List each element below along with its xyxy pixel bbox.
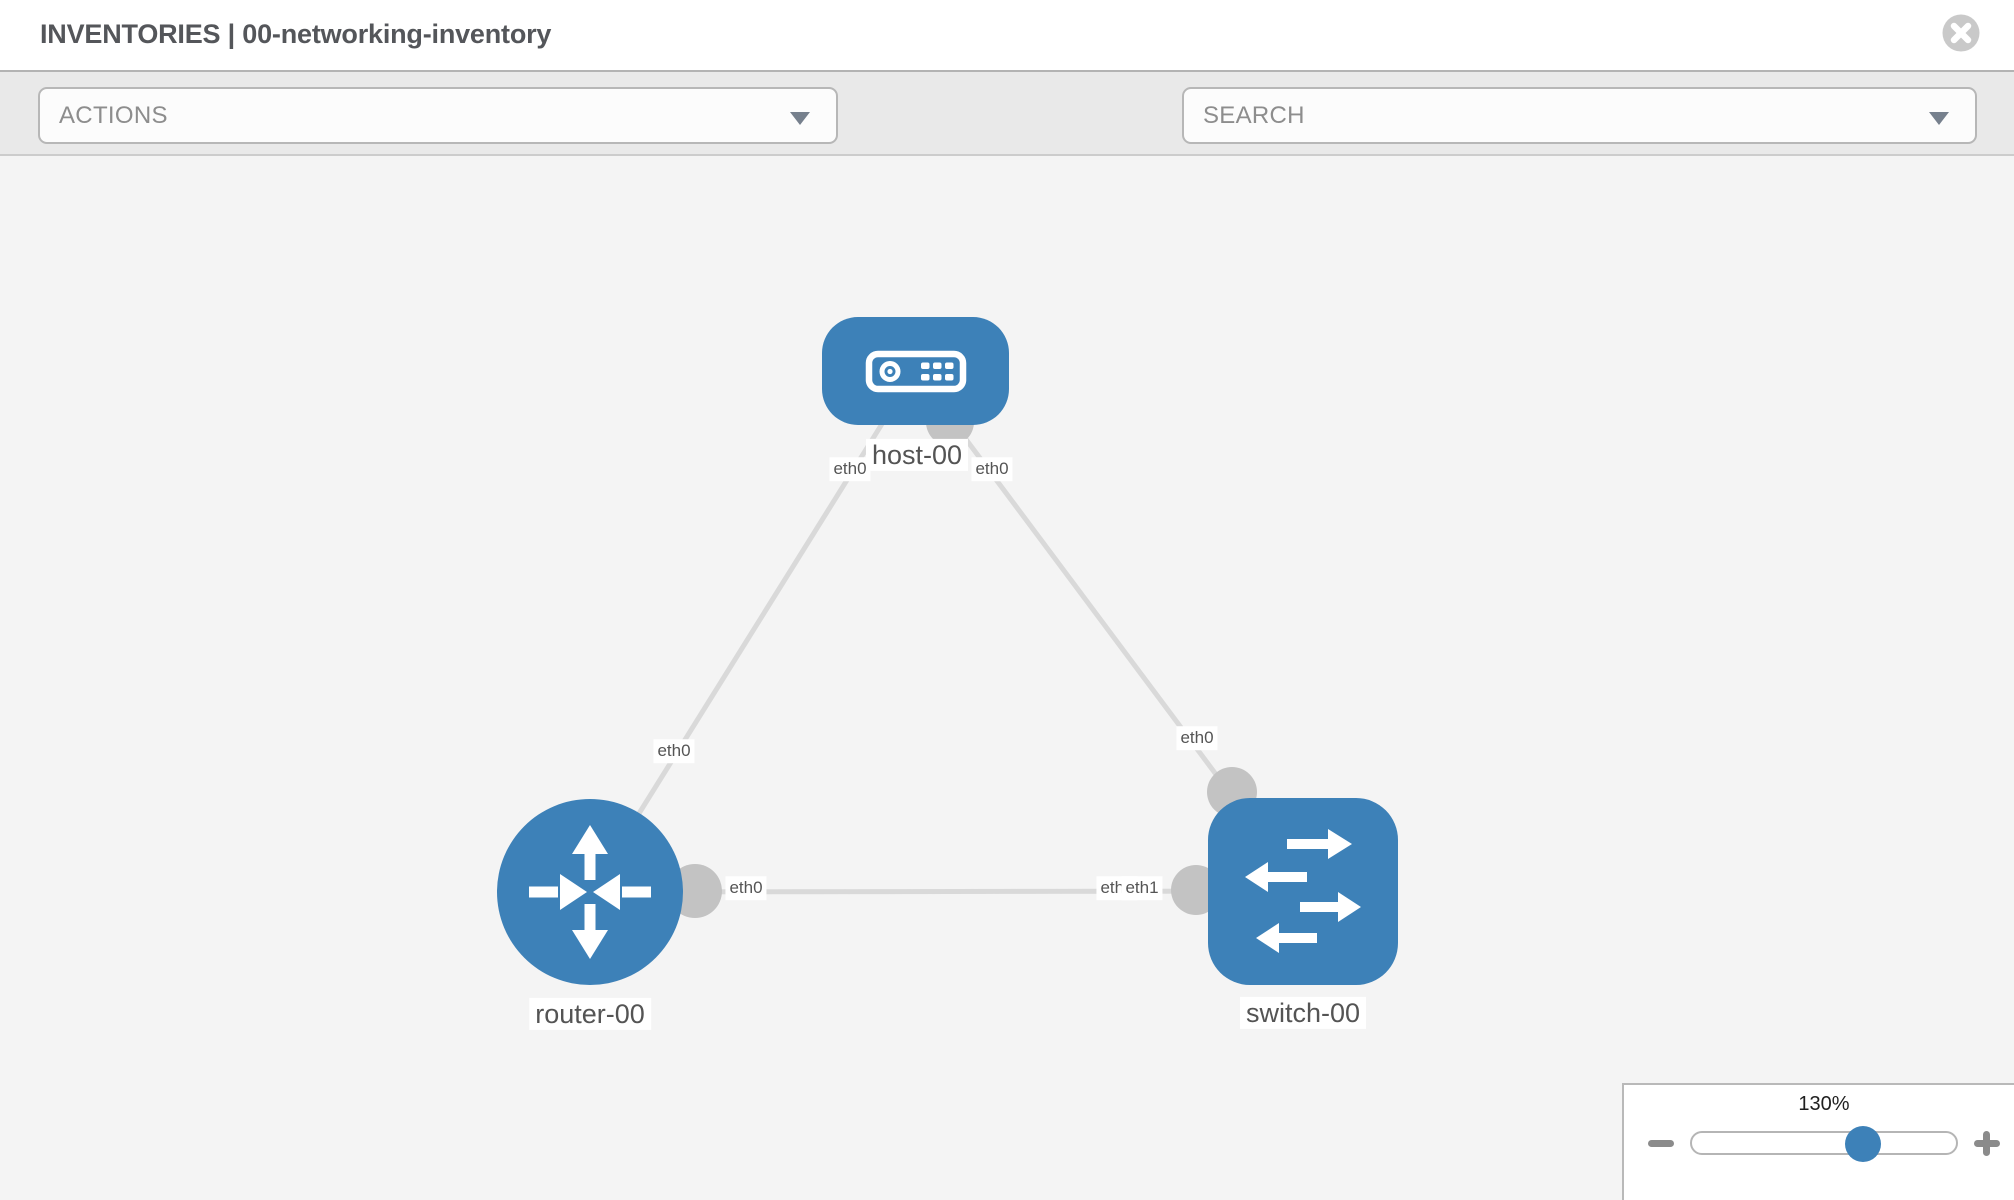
chevron-down-icon [790,112,810,125]
router-icon [529,825,651,959]
node-label-host-00: host-00 [865,438,969,472]
node-host-00[interactable] [822,317,1009,425]
zoom-panel: 130% [1622,1083,2014,1200]
interface-label: eth0 [1176,726,1218,750]
interface-label: eth0 [971,457,1013,481]
interface-label: eth0 [829,457,871,481]
zoom-in-button-bar[interactable] [1983,1131,1990,1156]
interface-label: eth1 [1121,876,1163,900]
close-icon [1942,14,1980,52]
node-switch-00[interactable] [1208,798,1398,985]
zoom-level-value: 130% [1798,1093,1850,1115]
close-button[interactable] [1941,13,1981,53]
host-icon [865,350,967,393]
node-label-switch-00: switch-00 [1239,996,1367,1030]
topology-canvas[interactable]: eth0 eth0 eth0 eth0 eth0 eth0 eth1 host-… [0,156,2014,1200]
chevron-down-icon [1929,112,1949,125]
zoom-out-button[interactable] [1648,1140,1674,1147]
node-router-00[interactable] [497,799,683,985]
toolbar: ACTIONS SEARCH [0,70,2014,206]
zoom-slider-track[interactable] [1690,1131,1958,1155]
search-placeholder: SEARCH [1203,101,1305,129]
switch-icon [1245,829,1361,953]
search-dropdown[interactable]: SEARCH [1182,87,1977,144]
page-header: INVENTORIES | 00-networking-inventory [0,0,2014,70]
actions-dropdown[interactable]: ACTIONS [38,87,838,144]
zoom-slider-thumb[interactable] [1845,1126,1881,1162]
interface-label: eth0 [725,876,767,900]
actions-dropdown-label: ACTIONS [59,101,168,129]
interface-ports [668,398,1257,918]
node-label-router-00: router-00 [529,997,651,1031]
page-title: INVENTORIES | 00-networking-inventory [40,19,552,49]
interface-label: eth0 [653,739,695,763]
